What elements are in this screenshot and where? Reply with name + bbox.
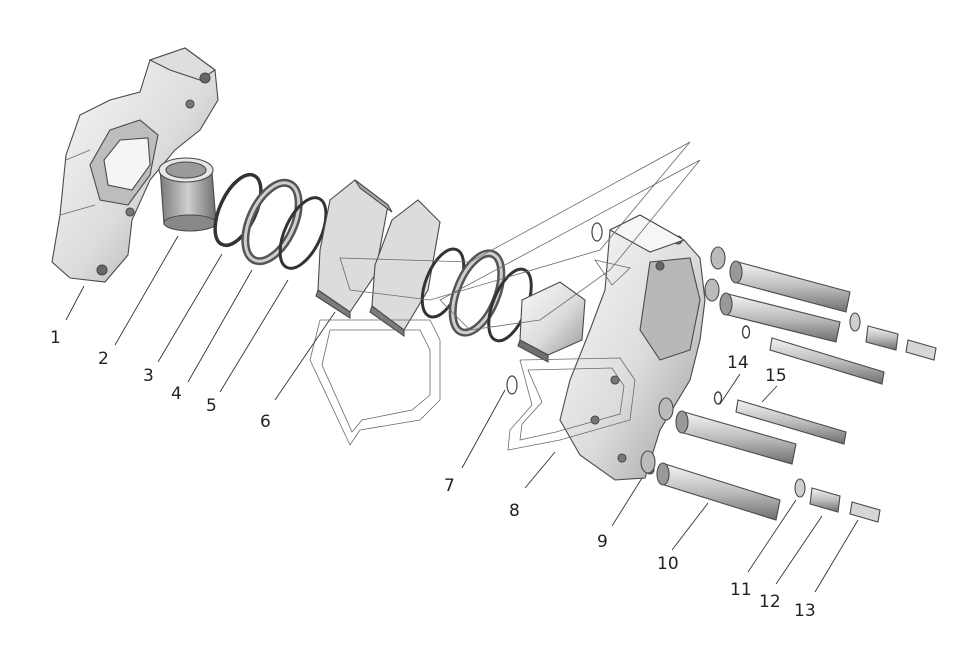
callout-4: 4 [171, 384, 182, 404]
part-6-brake-pad-front [315, 179, 393, 320]
callout-1: 1 [50, 328, 61, 348]
part-caliper-housing-right [559, 214, 706, 481]
callout-15: 15 [765, 366, 787, 386]
part-15-pins [735, 337, 885, 445]
callout-3: 3 [143, 366, 154, 386]
part-14-small-rings [713, 325, 751, 405]
part-4-ring [241, 178, 303, 266]
callout-12: 12 [759, 592, 781, 612]
part-13-bleed-screws [849, 339, 937, 523]
callout-10: 10 [657, 554, 679, 574]
callout-14: 14 [727, 353, 749, 373]
part-5-ring [278, 196, 328, 270]
callout-9: 9 [597, 532, 608, 552]
callout-2: 2 [98, 349, 109, 369]
callout-13: 13 [794, 601, 816, 621]
part-9-washers [640, 246, 726, 474]
part-8-piston [517, 281, 586, 363]
part-11-small-washers [794, 312, 861, 498]
part-3-ring [213, 172, 263, 248]
callout-labels: 1 2 3 4 5 6 7 8 9 10 11 12 13 14 15 [50, 328, 816, 621]
callout-11: 11 [730, 580, 752, 600]
callout-7: 7 [444, 476, 455, 496]
ghost-pad-outlines [309, 141, 701, 451]
part-12-fittings [809, 325, 899, 513]
leader-lines [65, 235, 859, 593]
callout-5: 5 [206, 396, 217, 416]
part-2-sleeve [158, 157, 217, 232]
part-1-caliper-housing-left [51, 47, 219, 283]
part-10-bolts [656, 260, 851, 521]
callout-6: 6 [260, 412, 271, 432]
callout-8: 8 [509, 501, 520, 521]
